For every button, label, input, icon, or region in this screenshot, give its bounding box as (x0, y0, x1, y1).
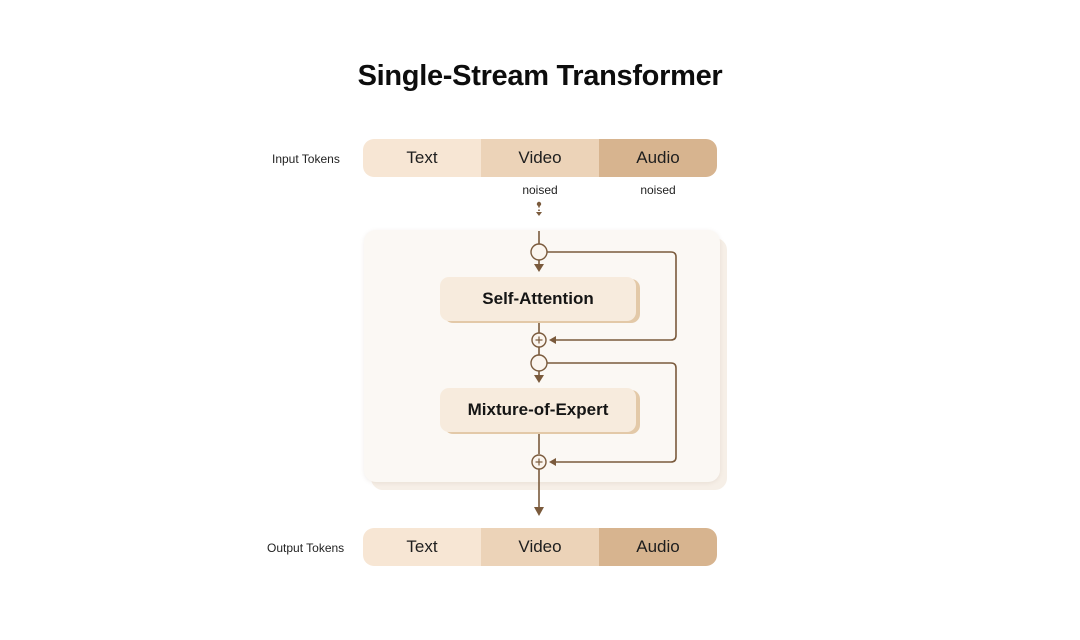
output-token-bar: Text Video Audio (363, 528, 717, 566)
output-tokens-label: Output Tokens (267, 541, 345, 555)
output-text-segment: Text (363, 528, 481, 566)
input-entry-arrowhead (536, 212, 542, 216)
transformer-layer-panel (364, 230, 720, 482)
input-tokens-label: Input Tokens (272, 152, 340, 166)
self-attention-block: Self-Attention (440, 277, 636, 321)
input-audio-segment: Audio (599, 139, 717, 177)
input-video-segment: Video (481, 139, 599, 177)
output-arrowhead (534, 507, 544, 516)
output-video-segment: Video (481, 528, 599, 566)
output-audio-segment: Audio (599, 528, 717, 566)
input-token-bar: Text Video Audio (363, 139, 717, 177)
input-entry-dot (536, 201, 542, 207)
video-noised-note: noised (522, 183, 558, 197)
diagram-title: Single-Stream Transformer (357, 60, 723, 92)
mixture-of-expert-block: Mixture-of-Expert (440, 388, 636, 432)
input-text-segment: Text (363, 139, 481, 177)
audio-noised-note: noised (640, 183, 676, 197)
